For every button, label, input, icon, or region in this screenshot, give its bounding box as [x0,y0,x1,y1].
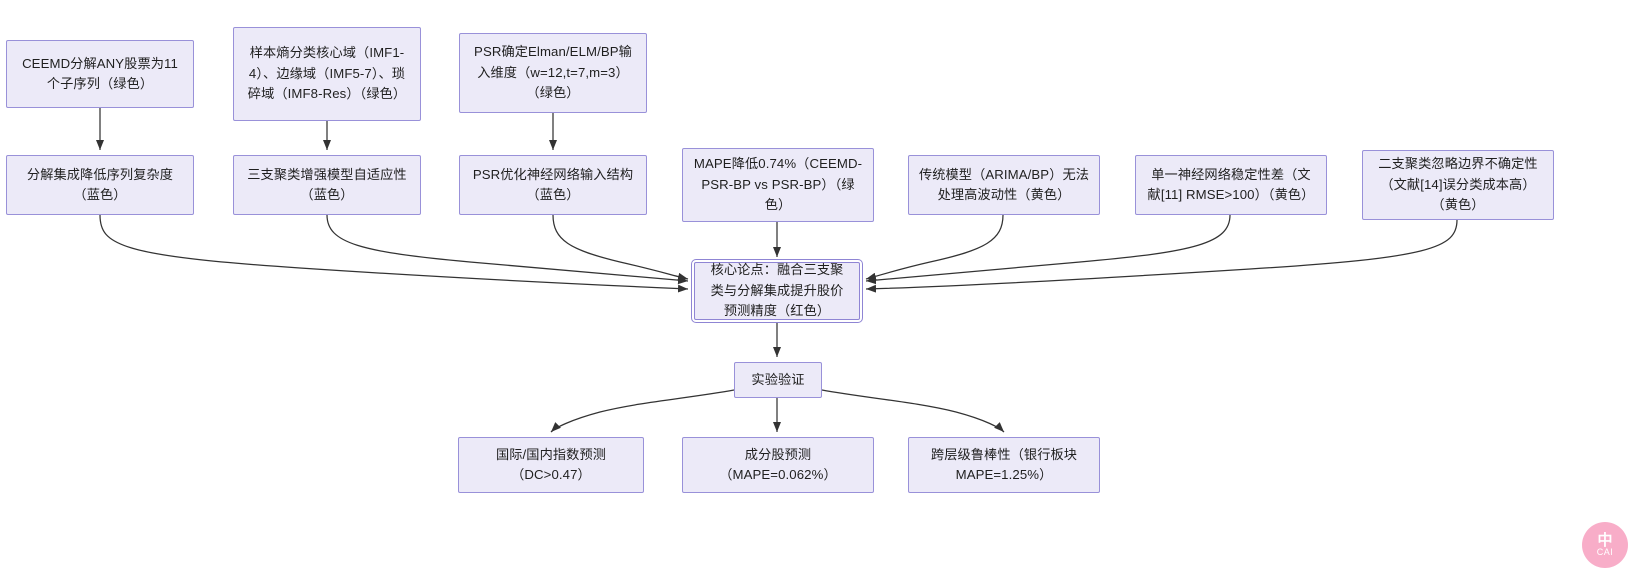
node-traditional-model-limit[interactable]: 传统模型（ARIMA/BP）无法处理高波动性（黄色） [908,155,1100,215]
node-sample-entropy[interactable]: 样本熵分类核心域（IMF1-4）、边缘域（IMF5-7）、琐碎域（IMF8-Re… [233,27,421,121]
edge-twoway-to-core [865,219,1458,293]
node-label: 实验验证 [751,371,805,387]
node-label: PSR确定Elman/ELM/BP输入维度（w=12,t=7,m=3）（绿色） [474,44,632,101]
node-label: 三支聚类增强模型自适应性（蓝色） [247,166,407,202]
node-mape-reduction[interactable]: MAPE降低0.74%（CEEMD-PSR-BP vs PSR-BP）（绿色） [682,148,874,222]
node-experiment-validation[interactable]: 实验验证 [734,362,822,398]
watermark-line1: 中 [1597,531,1613,549]
node-index-forecast[interactable]: 国际/国内指数预测（DC>0.47） [458,437,644,493]
node-constituent-forecast[interactable]: 成分股预测（MAPE=0.062%） [682,437,874,493]
node-core-claim[interactable]: 核心论点：融合三支聚类与分解集成提升股价预测精度（红色） [691,259,863,323]
node-label: 国际/国内指数预测（DC>0.47） [495,446,607,482]
watermark-line2: CAI [1596,546,1614,557]
node-psr-dimension[interactable]: PSR确定Elman/ELM/BP输入维度（w=12,t=7,m=3）（绿色） [459,33,647,113]
edge-threeway-to-core [326,214,689,285]
edge-experiment-to-index [550,389,735,433]
node-label: 成分股预测（MAPE=0.062%） [719,446,837,482]
node-label: MAPE降低0.74%（CEEMD-PSR-BP vs PSR-BP）（绿色） [693,156,863,213]
node-label: 样本熵分类核心域（IMF1-4）、边缘域（IMF5-7）、琐碎域（IMF8-Re… [247,45,407,102]
node-label: 核心论点：融合三支聚类与分解集成提升股价预测精度（红色） [710,262,844,319]
node-label: PSR优化神经网络输入结构（蓝色） [472,166,634,202]
watermark-badge: 中 CAI [1582,522,1628,568]
node-label: 传统模型（ARIMA/BP）无法处理高波动性（黄色） [918,166,1090,202]
node-label: 单一神经网络稳定性差（文献[11] RMSE>100）（黄色） [1147,166,1315,202]
edge-singlenn-to-core [865,214,1231,285]
node-psr-input-structure[interactable]: PSR优化神经网络输入结构（蓝色） [459,155,647,215]
edge-decomp-to-core [99,214,689,293]
node-label: 分解集成降低序列复杂度（蓝色） [26,166,174,202]
edge-psrstruct-to-core [552,214,689,281]
node-cross-level-robustness[interactable]: 跨层级鲁棒性（银行板块 MAPE=1.25%） [908,437,1100,493]
node-two-way-boundary[interactable]: 二支聚类忽略边界不确定性（文献[14]误分类成本高）（黄色） [1362,150,1554,220]
edge-experiment-to-robust [821,389,1005,433]
node-ceemd-decomposition[interactable]: CEEMD分解ANY股票为11个子序列（绿色） [6,40,194,108]
node-label: 跨层级鲁棒性（银行板块 MAPE=1.25%） [930,446,1078,482]
node-three-way-adaptive[interactable]: 三支聚类增强模型自适应性（蓝色） [233,155,421,215]
node-single-nn-stability[interactable]: 单一神经网络稳定性差（文献[11] RMSE>100）（黄色） [1135,155,1327,215]
node-decomposition-complexity[interactable]: 分解集成降低序列复杂度（蓝色） [6,155,194,215]
node-label: CEEMD分解ANY股票为11个子序列（绿色） [22,55,178,91]
node-label: 二支聚类忽略边界不确定性（文献[14]误分类成本高）（黄色） [1378,156,1538,213]
edge-traditional-to-core [865,214,1004,281]
